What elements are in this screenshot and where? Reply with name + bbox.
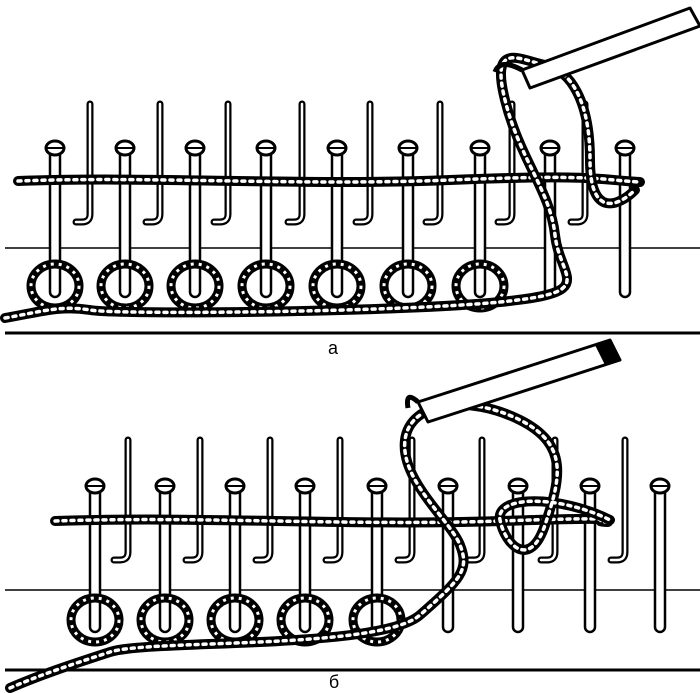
latch-hook	[284, 100, 306, 226]
latch-hook	[422, 100, 444, 226]
needle	[184, 139, 206, 299]
latch-hook	[182, 436, 204, 564]
needle	[579, 477, 601, 634]
latch-hook	[464, 436, 486, 564]
tool-hook-tip	[405, 394, 420, 409]
needle	[437, 477, 459, 634]
latch-hook	[110, 436, 132, 564]
needle	[114, 139, 136, 299]
latch-hook	[607, 436, 629, 564]
panel-b-label: б	[328, 672, 340, 692]
latch-hook	[322, 436, 344, 564]
latch-hook	[537, 436, 559, 564]
latch-hook	[352, 100, 374, 226]
panel-b	[5, 338, 700, 693]
yarn-loop	[66, 593, 124, 647]
latch-hook	[394, 436, 416, 564]
panel-a	[0, 6, 700, 335]
crochet-tool	[520, 6, 700, 90]
horizontal-yarn	[50, 513, 613, 528]
needle	[614, 139, 636, 299]
needle	[255, 139, 277, 299]
needle	[44, 139, 66, 299]
needle	[84, 477, 106, 634]
latch-hook	[494, 100, 516, 226]
needle	[154, 477, 176, 634]
working-yarn	[0, 52, 640, 323]
tool-hook-tip	[492, 62, 524, 74]
latch-hook	[252, 436, 274, 564]
needle	[649, 477, 671, 634]
needle	[366, 477, 388, 634]
crochet-tool	[416, 338, 622, 424]
needle	[469, 139, 491, 299]
needle	[397, 139, 419, 299]
latch-hook	[72, 100, 94, 226]
latch-hook	[142, 100, 164, 226]
working-yarn	[5, 399, 615, 693]
needle	[224, 477, 246, 634]
needle	[294, 477, 316, 634]
needle	[326, 139, 348, 299]
horizontal-yarn	[13, 172, 645, 187]
latch-hook	[567, 100, 589, 226]
panel-a-label: а	[327, 338, 338, 358]
latch-hook	[210, 100, 232, 226]
tool-tip-dark	[595, 340, 620, 365]
